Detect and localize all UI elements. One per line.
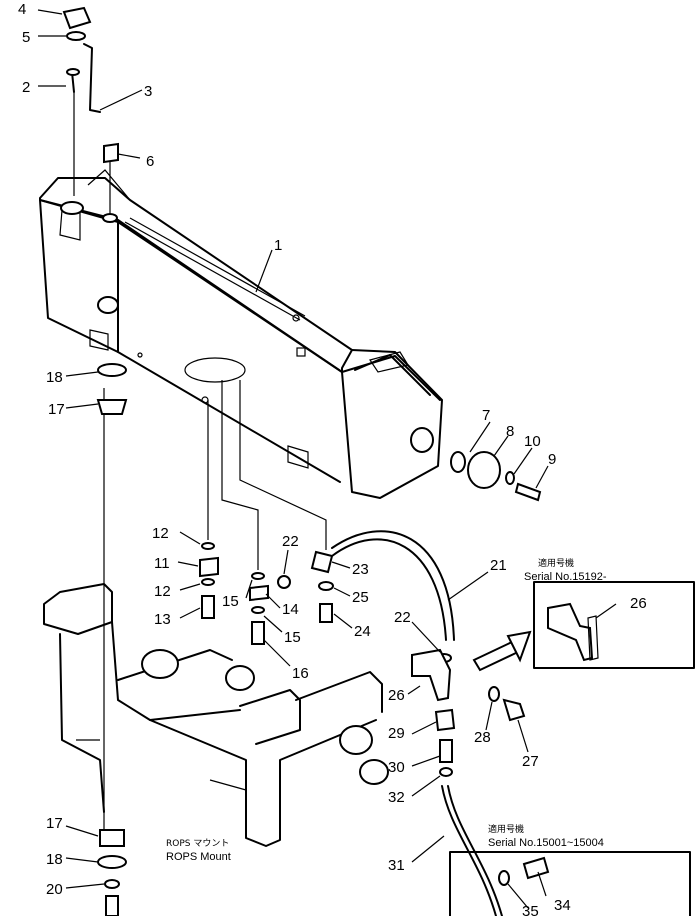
callout-22-lower: 22 bbox=[394, 609, 411, 626]
inset-upper bbox=[472, 581, 695, 672]
inset-lower-note-jp: 適用号機 bbox=[488, 823, 524, 835]
fuel-hose bbox=[331, 530, 455, 663]
callout-8: 8 bbox=[506, 423, 514, 440]
callout-7: 7 bbox=[482, 407, 490, 424]
callout-16: 16 bbox=[292, 665, 309, 682]
callout-1: 1 bbox=[274, 237, 282, 254]
callout-14: 14 bbox=[282, 601, 299, 618]
callout-26-inset: 26 bbox=[630, 595, 647, 612]
cap-and-filler-parts bbox=[62, 6, 119, 223]
callout-27: 27 bbox=[522, 753, 539, 770]
mount-parts bbox=[103, 380, 334, 830]
notes: 適用号機 Serial No.15192- 適用号機 Serial No.150… bbox=[166, 557, 607, 863]
callout-10: 10 bbox=[524, 433, 541, 450]
callout-24: 24 bbox=[354, 623, 371, 640]
callout-21: 21 bbox=[490, 557, 507, 574]
rops-frame bbox=[43, 583, 389, 847]
rops-note-jp: ROPS マウント bbox=[166, 838, 229, 849]
callout-13: 13 bbox=[154, 611, 171, 628]
drain-cover-parts bbox=[450, 451, 542, 502]
callout-34: 34 bbox=[554, 897, 571, 914]
callout-32: 32 bbox=[388, 789, 405, 806]
callout-6: 6 bbox=[146, 153, 154, 170]
lower-mount-parts bbox=[96, 363, 128, 916]
callout-15-left: 15 bbox=[222, 593, 239, 610]
callout-12-upper: 12 bbox=[152, 525, 169, 542]
callout-22-upper: 22 bbox=[282, 533, 299, 550]
callout-20: 20 bbox=[46, 881, 63, 898]
callout-15-right: 15 bbox=[284, 629, 301, 646]
leader-lines bbox=[37, 9, 617, 909]
callout-2: 2 bbox=[22, 79, 30, 96]
bracket-parts bbox=[411, 648, 526, 916]
callout-5: 5 bbox=[22, 29, 30, 46]
callout-3: 3 bbox=[144, 83, 152, 100]
callout-17-upper: 17 bbox=[48, 401, 65, 418]
callout-23: 23 bbox=[352, 561, 369, 578]
rops-note: ROPS Mount bbox=[166, 851, 231, 863]
callout-25: 25 bbox=[352, 589, 369, 606]
callout-18-upper: 18 bbox=[46, 369, 63, 386]
callout-35: 35 bbox=[522, 903, 539, 916]
callout-17-lower: 17 bbox=[46, 815, 63, 832]
inset-lower-note: Serial No.15001~15004 bbox=[488, 837, 604, 849]
inset-upper-note-jp: 適用号機 bbox=[538, 557, 574, 569]
callout-31: 31 bbox=[388, 857, 405, 874]
callout-18-lower: 18 bbox=[46, 851, 63, 868]
inset-lower bbox=[449, 851, 691, 916]
callout-30: 30 bbox=[388, 759, 405, 776]
callout-11: 11 bbox=[154, 555, 170, 572]
callout-12-lower: 12 bbox=[154, 583, 171, 600]
callout-28: 28 bbox=[474, 729, 491, 746]
callout-9: 9 bbox=[548, 451, 556, 468]
inset-upper-note: Serial No.15192- bbox=[524, 571, 607, 583]
callout-29: 29 bbox=[388, 725, 405, 742]
callout-26-main: 26 bbox=[388, 687, 405, 704]
fuel-tank bbox=[39, 169, 443, 499]
callout-4: 4 bbox=[18, 1, 26, 18]
callout-labels: 4 5 2 3 6 1 7 8 10 9 12 11 12 13 15 14 1… bbox=[18, 1, 647, 916]
